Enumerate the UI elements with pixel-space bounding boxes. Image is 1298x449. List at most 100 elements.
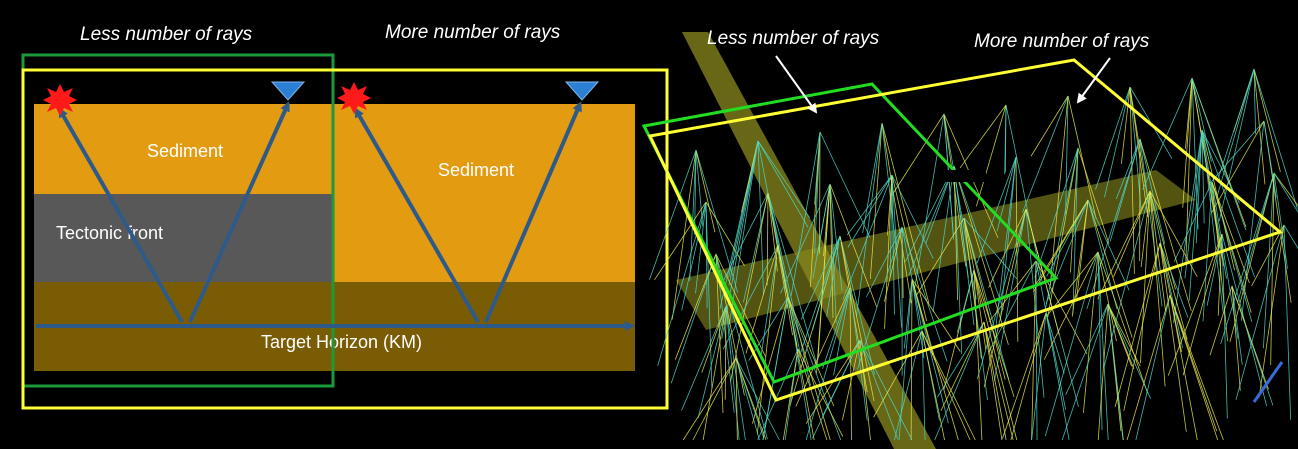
ray-line: [973, 269, 1015, 398]
ray-line: [849, 287, 868, 421]
ray-line: [915, 217, 965, 296]
ray-line: [988, 260, 1037, 353]
ray-line: [963, 217, 1017, 279]
ray-line: [790, 131, 821, 297]
ray-view-svg: [641, 32, 1298, 449]
ray-line: [780, 183, 831, 294]
ray-line: [1129, 86, 1135, 274]
ray-line: [894, 330, 923, 441]
ray-line: [1082, 251, 1099, 414]
receiver-icon-right: [564, 81, 600, 101]
ray-line: [1159, 242, 1187, 432]
ray-line: [819, 131, 871, 238]
ray-line: [822, 287, 851, 369]
source-icon-right: [337, 82, 371, 114]
ray-line: [1077, 147, 1110, 244]
ray-line: [953, 165, 1009, 345]
ray-line: [1283, 224, 1298, 250]
ray-line: [855, 122, 883, 317]
ray-line: [695, 149, 704, 227]
ray-line: [735, 357, 780, 441]
ray-line: [1139, 138, 1166, 244]
ray-line: [891, 174, 902, 328]
more-rays-box-3d: [647, 58, 1284, 402]
ray-line: [994, 156, 1017, 332]
ray-line: [910, 278, 913, 441]
ray-line: [1235, 224, 1285, 400]
ray-line: [973, 269, 987, 350]
left-rays-svg: [21, 53, 669, 410]
ray-line: [728, 140, 759, 286]
ray-line: [1240, 120, 1265, 321]
pointer-arrow-less: [775, 55, 818, 114]
ray-line: [847, 174, 893, 248]
ray-line: [1231, 285, 1241, 391]
receiver-icon-left: [270, 81, 306, 101]
ray-line: [1206, 233, 1223, 306]
ray-line: [1231, 285, 1269, 390]
ray-line: [1149, 190, 1166, 387]
ray-line: [766, 192, 769, 286]
ray-line: [1107, 303, 1151, 399]
ray-line: [695, 201, 707, 294]
ray-line: [891, 113, 945, 196]
ray-line: [891, 174, 934, 259]
ray-line: [913, 113, 945, 291]
ray-line: [1044, 147, 1079, 311]
ray-line: [695, 149, 716, 233]
ray-line: [757, 140, 764, 296]
ray-line: [1201, 129, 1240, 204]
ray-line: [1182, 77, 1193, 208]
ray-line: [1216, 68, 1255, 197]
label-less-rays-right: Less number of rays: [707, 28, 880, 49]
ray-line: [859, 339, 899, 440]
ray-line: [983, 321, 1003, 441]
ray-line: [1283, 224, 1292, 420]
label-more-rays-right: More number of rays: [974, 31, 1150, 52]
ray-line: [1217, 233, 1223, 316]
ray-line: [1191, 77, 1199, 230]
ray-line: [748, 296, 789, 361]
ray-line: [670, 253, 717, 384]
ray-line: [1031, 312, 1047, 441]
ray-line: [881, 122, 898, 261]
ray-line: [881, 122, 930, 304]
ray-line: [1061, 303, 1109, 441]
ray-line: [1209, 120, 1265, 184]
ray-line: [911, 278, 961, 352]
ray-line: [1043, 251, 1099, 360]
tectonic-front-layer: [34, 194, 332, 282]
ray-line: [1218, 68, 1255, 178]
ray-line: [1253, 68, 1298, 209]
ray-line: [1097, 251, 1109, 441]
ray-line: [983, 321, 1007, 441]
ray-line: [889, 174, 893, 279]
ray-line: [842, 339, 861, 421]
ray-line: [953, 165, 975, 326]
ray-line: [988, 208, 1027, 288]
ray-line: [833, 287, 851, 376]
ray-line: [694, 149, 697, 235]
ray-line: [724, 305, 727, 400]
ray-line: [1142, 77, 1193, 190]
ray-line: [963, 217, 1006, 380]
ray-line: [681, 305, 727, 411]
ray-line: [1221, 233, 1228, 419]
ray-line: [805, 287, 851, 441]
ray-line: [901, 226, 940, 421]
ray-line: [1107, 303, 1141, 367]
ray-fans: [649, 68, 1298, 441]
ray-line: [1253, 68, 1256, 134]
ray-line: [697, 305, 727, 419]
ray-line: [1030, 95, 1069, 157]
ray-line: [760, 244, 779, 360]
ray-line: [1251, 224, 1285, 287]
target-horizon-label: Target Horizon (KM): [261, 332, 423, 352]
ray-line: [1109, 138, 1141, 242]
ray-line: [908, 165, 955, 276]
ray-line: [654, 201, 707, 281]
ray-line: [1159, 242, 1189, 318]
ray-line: [934, 321, 985, 441]
ray-line: [702, 305, 727, 441]
ray-line: [1005, 104, 1043, 284]
